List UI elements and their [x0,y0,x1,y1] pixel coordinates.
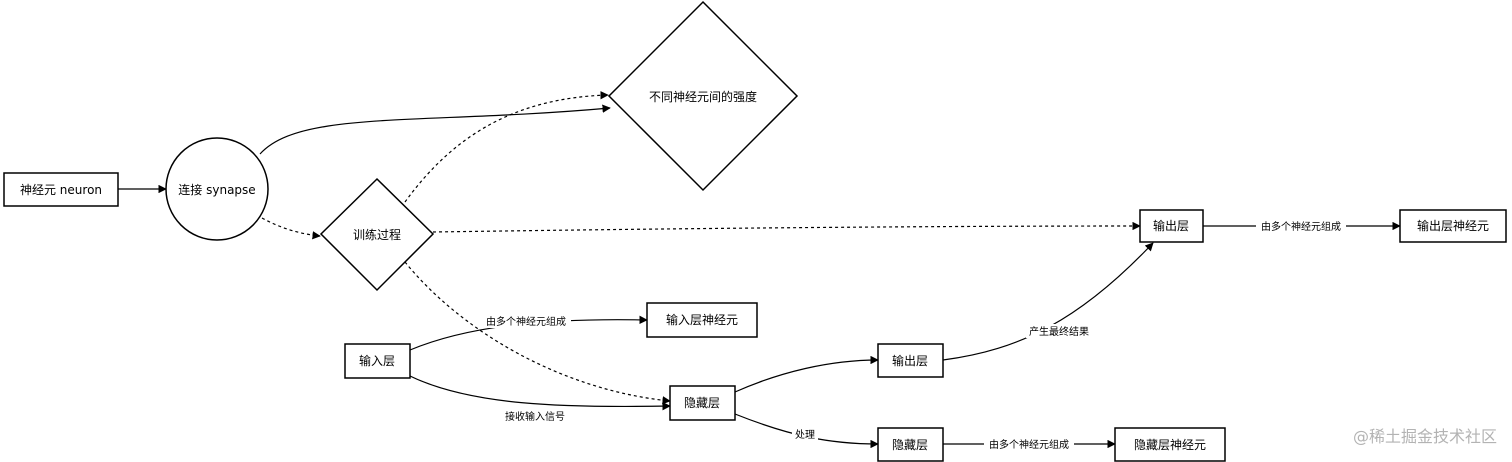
node-hidden-layer [669,385,736,421]
node-label-output-layer-mid: 输出层 [892,353,928,368]
edge-label-process: 处理 [795,429,815,441]
node-input-neurons [646,302,758,338]
node-label-hidden-layer: 隐藏层 [684,396,720,410]
edge-output-mid-output-top [942,242,1154,361]
node-hidden-neurons [1114,427,1226,462]
edge-label-composed-hidden: 由多个神经元组成 [989,438,1069,451]
watermark: @稀土掘金技术社区 [1353,427,1497,446]
edge-synapse-strength [259,104,611,155]
node-label-output-neurons: 输出层神经元 [1417,218,1489,233]
node-label-strength: 不同神经元间的强度 [649,89,757,104]
node-label-input-layer: 输入层 [359,353,395,368]
node-output-layer-mid [877,343,944,378]
edge-label-composed-input: 由多个神经元组成 [486,315,566,328]
edge-label-final-result: 产生最终结果 [1029,325,1089,338]
node-label-output-layer-top: 输出层 [1153,218,1189,233]
node-label-hidden-layer-bottom: 隐藏层 [892,438,928,452]
node-strength [607,0,799,192]
edge-label-receive-signal: 接收输入信号 [505,410,565,423]
node-neuron [3,172,119,207]
edge-hidden-output-mid [734,355,879,393]
node-synapse [165,137,269,241]
node-input-layer [344,343,411,379]
node-output-layer-top [1139,209,1204,243]
node-hidden-layer-bottom [877,427,944,462]
node-label-training: 训练过程 [353,227,401,242]
edge-training-hidden [404,261,671,405]
edge-input-layer-hidden [409,375,671,411]
node-output-neurons [1399,209,1507,243]
edge-training-output-top [432,221,1141,233]
node-label-input-neurons: 输入层神经元 [666,312,738,327]
node-label-synapse: 连接 synapse [178,182,255,197]
edge-synapse-training [261,217,321,240]
node-label-neuron: 神经元 neuron [20,183,102,197]
node-training [319,177,435,292]
node-label-hidden-neurons: 隐藏层神经元 [1134,438,1206,452]
edge-label-composed-top: 由多个神经元组成 [1261,220,1341,233]
